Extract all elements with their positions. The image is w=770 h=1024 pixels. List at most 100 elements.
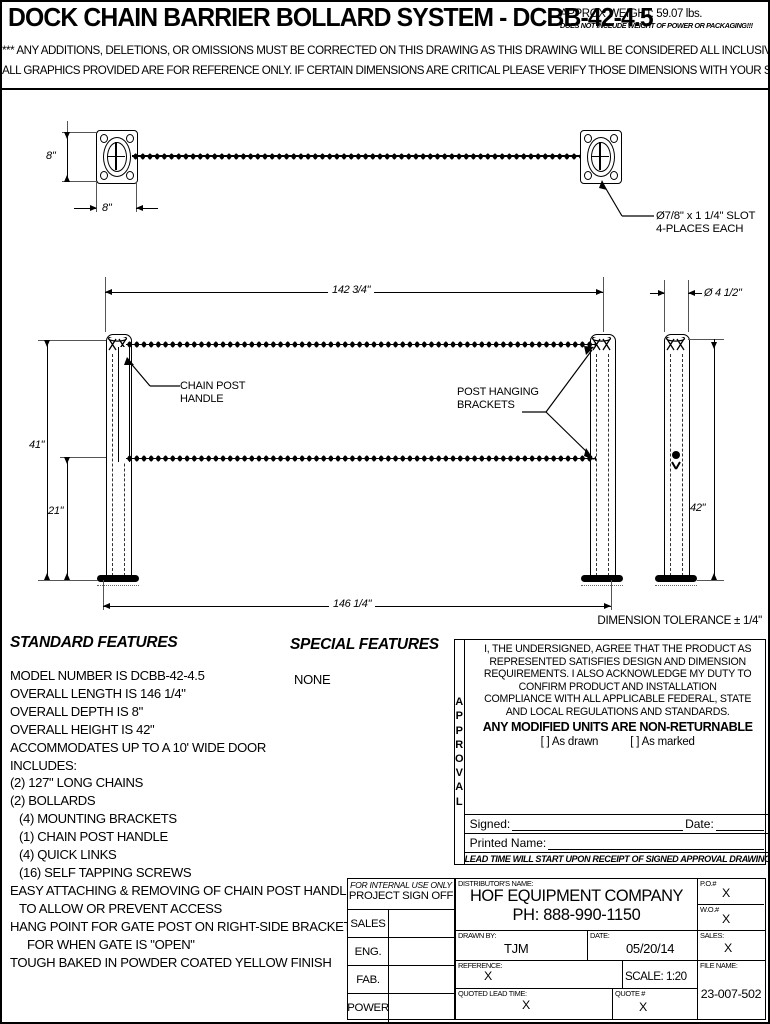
approval-letter: A (455, 696, 464, 709)
upper-chain (126, 340, 596, 349)
approx-weight-block: APPROX WEIGHT: 59.07 lbs. DOES NOT INCLU… (560, 8, 764, 30)
fv-dim-21-arrow-top (64, 457, 70, 464)
internal-row-label: SALES (348, 910, 389, 937)
left-post-baseplate (97, 575, 139, 582)
top-view-left-slot-4 (126, 171, 134, 180)
printed-name-field[interactable] (548, 836, 764, 850)
internal-row-label: FAB. (348, 966, 389, 993)
distributor-cell: DISTRIBUTOR'S NAME: HOF EQUIPMENT COMPAN… (456, 879, 698, 930)
date-field[interactable] (715, 817, 764, 831)
left-post-floor-line (97, 585, 139, 586)
internal-row-label: POWER (347, 994, 389, 1022)
special-features-value: NONE (294, 672, 331, 687)
internal-row-value[interactable] (389, 938, 454, 965)
sv-dim-42-arrow-bottom (711, 573, 717, 580)
fv-dim-41-text: 41" (29, 439, 45, 451)
approval-line: AND LOCAL REGULATIONS AND STANDARDS. (505, 705, 730, 718)
sv-dim-dia-arrow-left (658, 290, 665, 296)
internal-row-value[interactable] (389, 910, 454, 937)
internal-row-value[interactable] (389, 994, 454, 1022)
as-marked-checkbox[interactable]: [ ] As marked (630, 736, 695, 749)
special-features-heading: SPECIAL FEATURES (290, 636, 439, 653)
sv-dim-42-line (714, 339, 715, 580)
approval-line: I, THE UNDERSIGNED, AGREE THAT THE PRODU… (484, 643, 752, 655)
slot-callout-leader (599, 180, 654, 217)
tv-dim-depth-wit-top (62, 132, 98, 133)
fv-dim-overall-arrow-left (103, 603, 110, 609)
sv-dim-42-wit-bot (697, 580, 724, 581)
standard-features-list: MODEL NUMBER IS DCBB-42-4.5 OVERALL LENG… (10, 667, 360, 971)
top-view-left-slot-2 (126, 134, 134, 143)
reference-scale-row: REFERENCE: X SCALE: 1:20 (456, 961, 697, 989)
tv-dim-depth-wit-bot (62, 181, 98, 182)
internal-use-header-line-2: PROJECT SIGN OFF (348, 890, 454, 902)
slot-note-line-1: Ø7/8" x 1 1/4" SLOT (656, 210, 756, 222)
feature-item: ACCOMMODATES UP TO A 10' WIDE DOOR (10, 739, 266, 755)
top-view-right-cross-v (599, 142, 601, 170)
date-value[interactable]: 05/20/14 (626, 941, 675, 956)
table-row: SALES (348, 910, 454, 938)
sv-dim-dia-text: Ø 4 1/2" (704, 287, 742, 299)
standard-features-heading: STANDARD FEATURES (10, 634, 178, 651)
quote-label: QUOTE # (615, 989, 645, 998)
fv-dim-overall-text: 146 1/4" (329, 598, 376, 610)
chain-post-handle-label: CHAIN POST HANDLE (180, 380, 245, 406)
printed-name-row: Printed Name: (464, 833, 768, 852)
sales-cell: SALES: X (698, 931, 764, 960)
post-hanging-label-line-1: POST HANGING (457, 386, 539, 398)
feature-item: MODEL NUMBER IS DCBB-42-4.5 (10, 668, 205, 683)
po-label: P.O.# (700, 879, 717, 888)
sv-dim-dia-line-right (688, 293, 702, 294)
side-post-bracket-detail (671, 451, 681, 470)
as-drawn-checkbox[interactable]: [ ] As drawn (540, 736, 599, 749)
table-row: ENG. (348, 938, 454, 966)
fv-dim-span-arrow-left (105, 289, 112, 295)
right-post-body (590, 352, 616, 577)
top-view-left-inner-ellipse (107, 142, 127, 172)
right-post-floor-line (581, 585, 623, 586)
approval-letter: L (455, 795, 463, 808)
tv-dim-depth-ext-top (67, 121, 68, 133)
approval-checkboxes: [ ] As drawn [ ] As marked (469, 736, 767, 749)
left-post-cap-detail (107, 337, 128, 351)
company-name: HOF EQUIPMENT COMPANY (469, 887, 684, 905)
tv-dim-width-arrow-right (136, 205, 143, 211)
approval-letter: A (455, 781, 464, 794)
file-name-cell: FILE NAME: 23-007-502 (698, 961, 764, 1019)
top-view-right-outer-ellipse (587, 137, 615, 177)
wo-label: W.O.# (700, 904, 719, 914)
fv-dim-41-arrow-bottom (44, 573, 50, 580)
sales-value[interactable]: X (724, 941, 733, 955)
drawn-by-cell: DRAWN BY: TJM (456, 931, 588, 960)
table-row: POWER (347, 994, 454, 1022)
tv-dim-width-ext-right (136, 182, 137, 212)
sv-dim-dia-line-left (650, 293, 664, 294)
dimension-tolerance-note: DIMENSION TOLERANCE ± 1/4" (597, 614, 762, 627)
feature-item: (2) BOLLARDS (10, 793, 96, 809)
lower-chain (126, 454, 596, 463)
sheet-header: DOCK CHAIN BARRIER BOLLARD SYSTEM - DCBB… (2, 2, 768, 90)
feature-item: TO ALLOW OR PREVENT ACCESS (19, 900, 222, 916)
feature-item: INCLUDES: (10, 757, 77, 773)
header-note-line-2: ALL GRAPHICS PROVIDED ARE FOR REFERENCE … (2, 64, 770, 77)
wo-value[interactable]: X (722, 911, 731, 926)
quote-value[interactable]: X (639, 1000, 648, 1014)
signature-field[interactable] (512, 817, 684, 831)
left-post-dash-1 (112, 354, 113, 576)
reference-value[interactable]: X (484, 969, 493, 983)
title-block-row-drawn: DRAWN BY: TJM DATE: 05/20/14 SALES: X (456, 931, 765, 961)
quote-row: QUOTED LEAD TIME: X QUOTE # X (456, 989, 697, 1019)
approval-line: CONFIRM PRODUCT AND INSTALLATION (518, 680, 717, 693)
approval-letter: P (455, 724, 463, 737)
sv-dim-dia-arrow-right (688, 290, 695, 296)
printed-name-label: Printed Name: (469, 836, 547, 850)
fv-dim-overall-ext-left (103, 580, 104, 610)
quoted-lead-value[interactable]: X (522, 998, 531, 1012)
internal-row-label: ENG. (348, 938, 389, 965)
feature-item: TOUGH BAKED IN POWDER COATED YELLOW FINI… (10, 954, 332, 970)
drawn-by-value[interactable]: TJM (504, 941, 529, 956)
reference-cell: REFERENCE: X (456, 961, 623, 988)
po-value[interactable]: X (722, 886, 731, 900)
internal-row-value[interactable] (389, 966, 454, 993)
